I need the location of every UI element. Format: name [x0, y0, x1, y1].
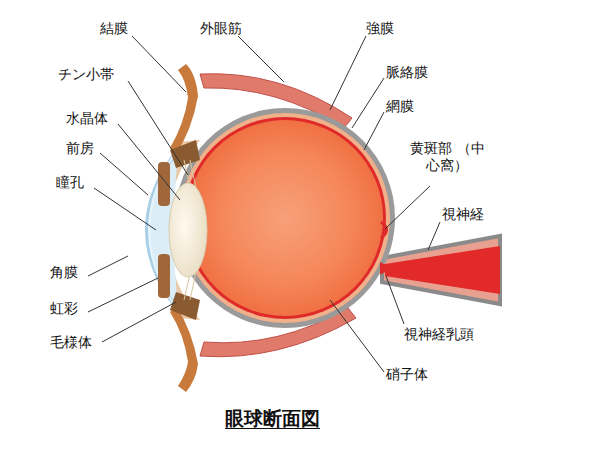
part-label: 水晶体 — [66, 110, 108, 127]
part-label: 外眼筋 — [200, 20, 242, 37]
part-label: 強膜 — [366, 20, 394, 37]
part-label: 毛様体 — [50, 334, 92, 351]
diagram-title: 眼球断面図 — [225, 406, 320, 432]
part-label: 角膜 — [50, 264, 78, 281]
part-label: チン小帯 — [58, 66, 114, 83]
part-label: 虹彩 — [50, 300, 78, 317]
part-label: 結膜 — [100, 20, 128, 37]
part-label: 瞳孔 — [56, 174, 84, 191]
part-label: 前房 — [66, 140, 94, 157]
part-label: 硝子体 — [386, 366, 428, 383]
part-label: 脈絡膜 — [386, 64, 428, 81]
part-label: 視神経乳頭 — [404, 326, 474, 343]
part-label: 網膜 — [386, 98, 414, 115]
part-label: 視神経 — [442, 206, 484, 223]
part-label: 黄斑部 （中心窩） — [404, 140, 491, 174]
